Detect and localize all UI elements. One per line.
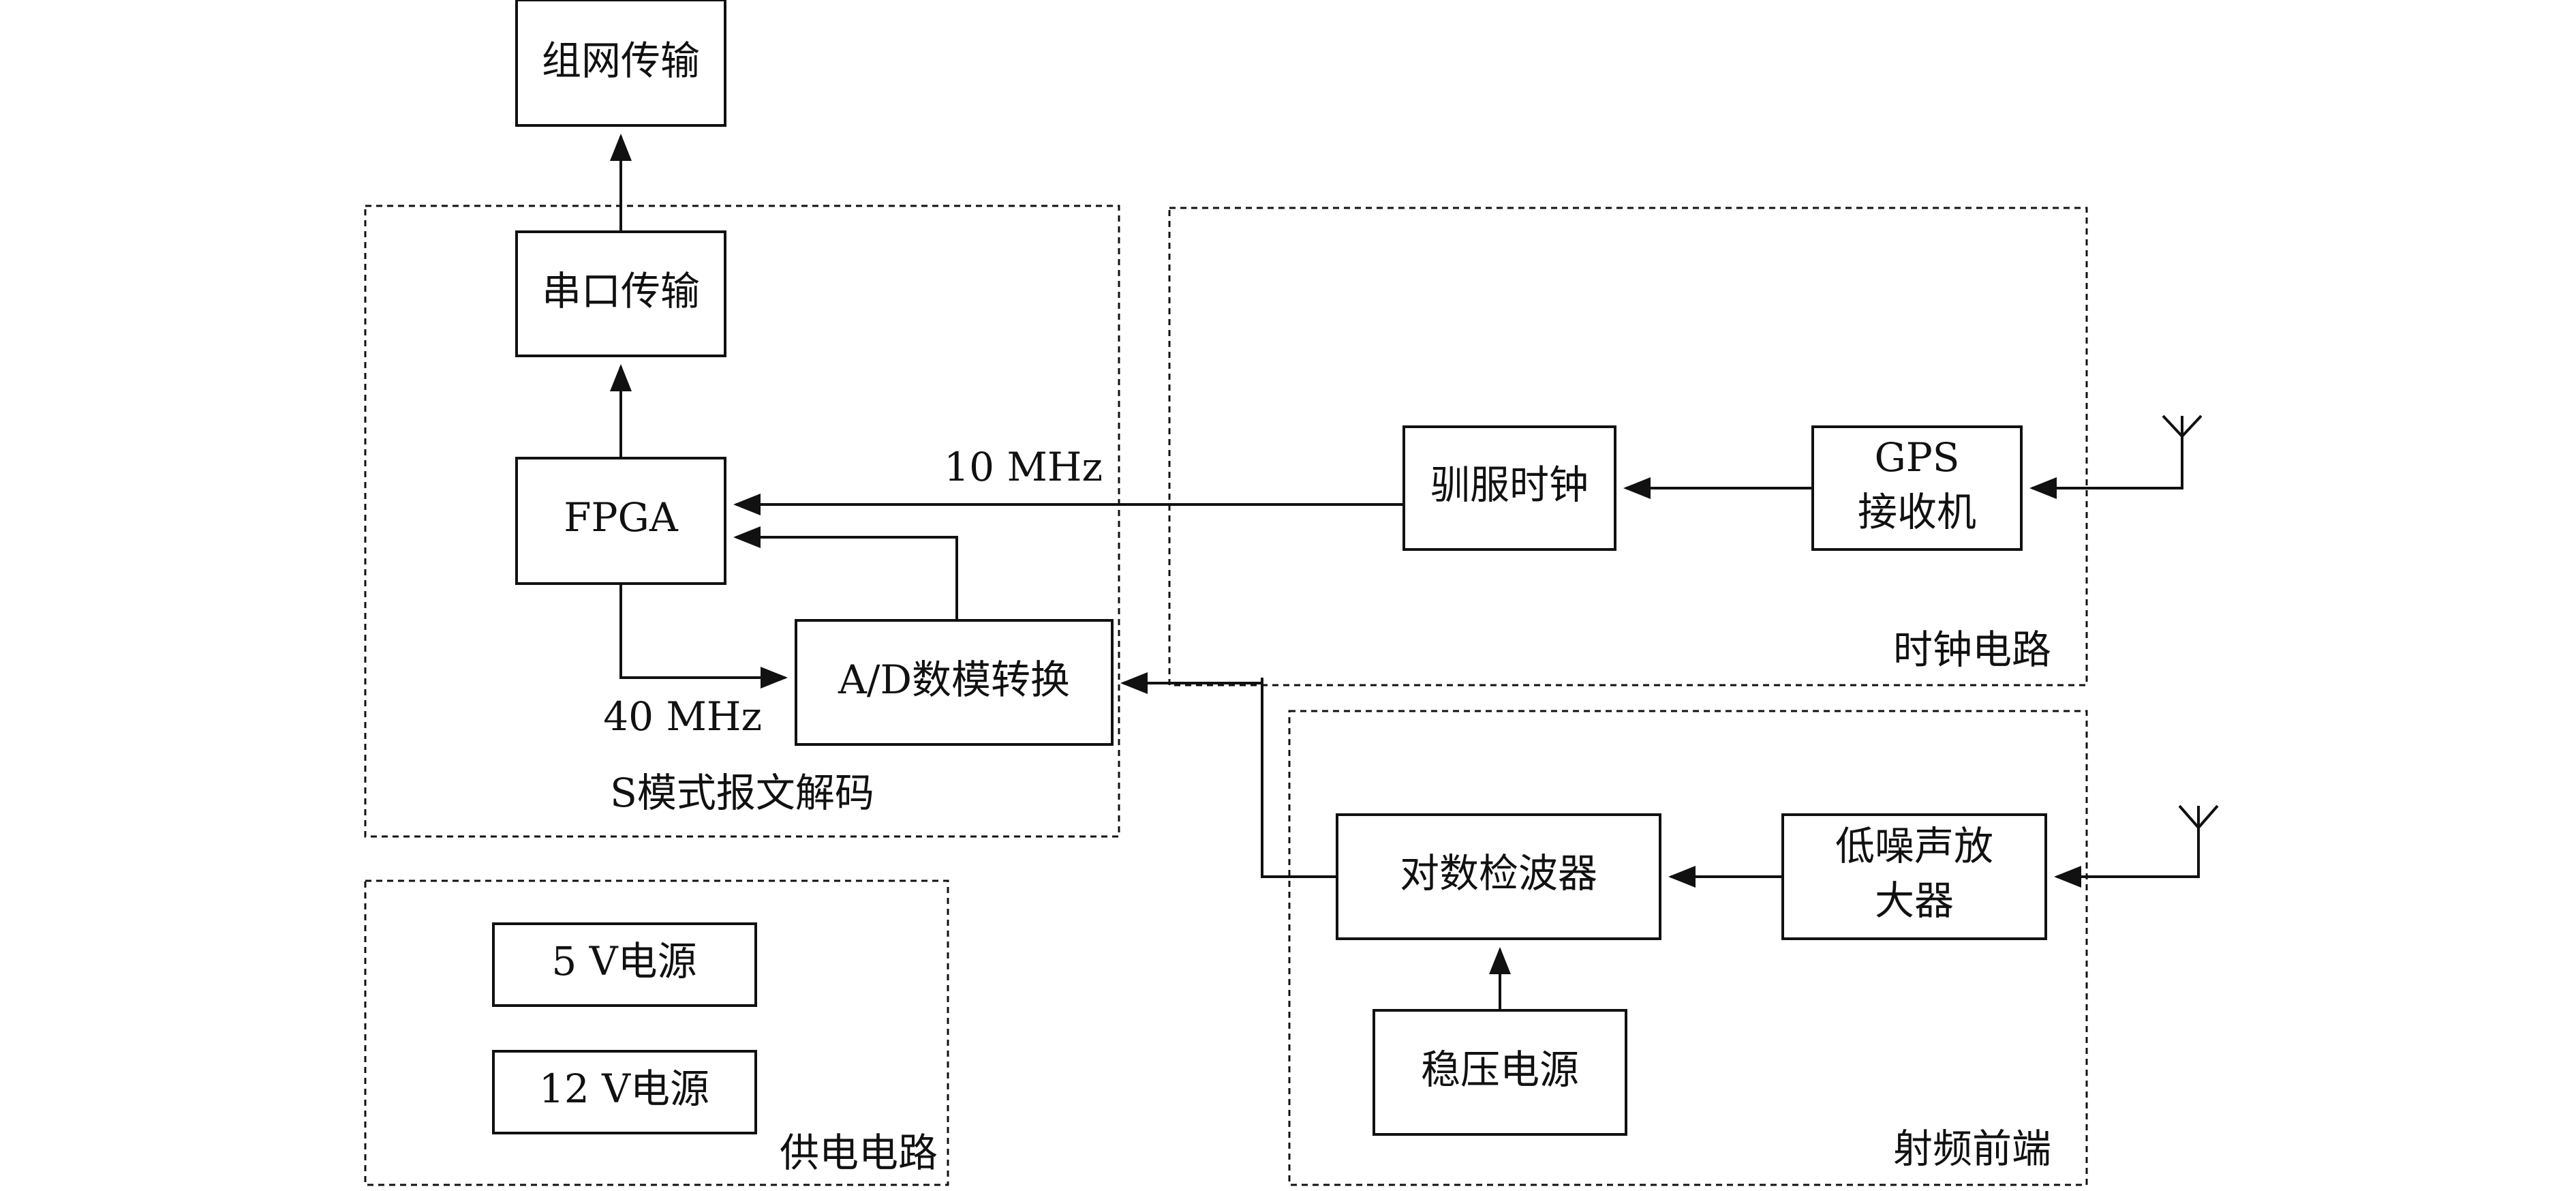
psu-12v-label: 12 V电源 bbox=[539, 1066, 709, 1112]
gps-label-line2: 接收机 bbox=[1858, 489, 1976, 535]
log-detector-label: 对数检波器 bbox=[1400, 850, 1597, 896]
network-transmission-label: 组网传输 bbox=[542, 37, 700, 84]
adc-to-fpga-line bbox=[733, 526, 958, 620]
gps-antenna-feed-line bbox=[2029, 421, 2183, 499]
psu-12v-box bbox=[492, 1050, 757, 1134]
fpga-to-adc-line bbox=[619, 584, 788, 689]
tamed-clock-label: 驯服时钟 bbox=[1430, 462, 1589, 508]
group-power-frame bbox=[364, 879, 949, 1186]
regulator-label: 稳压电源 bbox=[1421, 1046, 1579, 1093]
adc-label: A/D数模转换 bbox=[838, 657, 1070, 703]
group-power-label: 供电电路 bbox=[780, 1130, 938, 1176]
adc-box bbox=[795, 619, 1114, 746]
lna-label-line1: 低噪声放 bbox=[1835, 823, 1993, 869]
group-rf-label: 射频前端 bbox=[1893, 1126, 2051, 1172]
psu-5v-label: 5 V电源 bbox=[551, 938, 696, 984]
rf-antenna-feed-line bbox=[2054, 814, 2200, 888]
lna-label-line2: 大器 bbox=[1875, 877, 1954, 924]
group-clock-frame bbox=[1168, 207, 2088, 687]
regulator-box bbox=[1373, 1009, 1627, 1136]
log-detector-box bbox=[1336, 813, 1661, 940]
group-decoder-label: S模式报文解码 bbox=[610, 770, 874, 816]
antenna-icon-rf bbox=[2178, 804, 2219, 829]
detector-to-adc-line bbox=[1120, 672, 1337, 878]
tamed-clock-box bbox=[1402, 425, 1616, 551]
gps-receiver-box bbox=[1811, 425, 2023, 551]
sample-clock-label: 40 MHz bbox=[603, 693, 762, 740]
group-rf-frame bbox=[1288, 710, 2088, 1186]
network-transmission-box bbox=[515, 0, 726, 127]
group-decoder-frame bbox=[364, 205, 1120, 838]
group-clock-label: 时钟电路 bbox=[1893, 627, 2051, 673]
fpga-label: FPGA bbox=[564, 494, 679, 541]
psu-5v-box bbox=[492, 922, 757, 1007]
gps-label-line1: GPS bbox=[1874, 434, 1959, 481]
antenna-icon-gps bbox=[2162, 414, 2203, 438]
ref-clock-label: 10 MHz bbox=[944, 444, 1103, 490]
serial-transmission-label: 串口传输 bbox=[542, 268, 700, 314]
fpga-box bbox=[515, 457, 726, 585]
